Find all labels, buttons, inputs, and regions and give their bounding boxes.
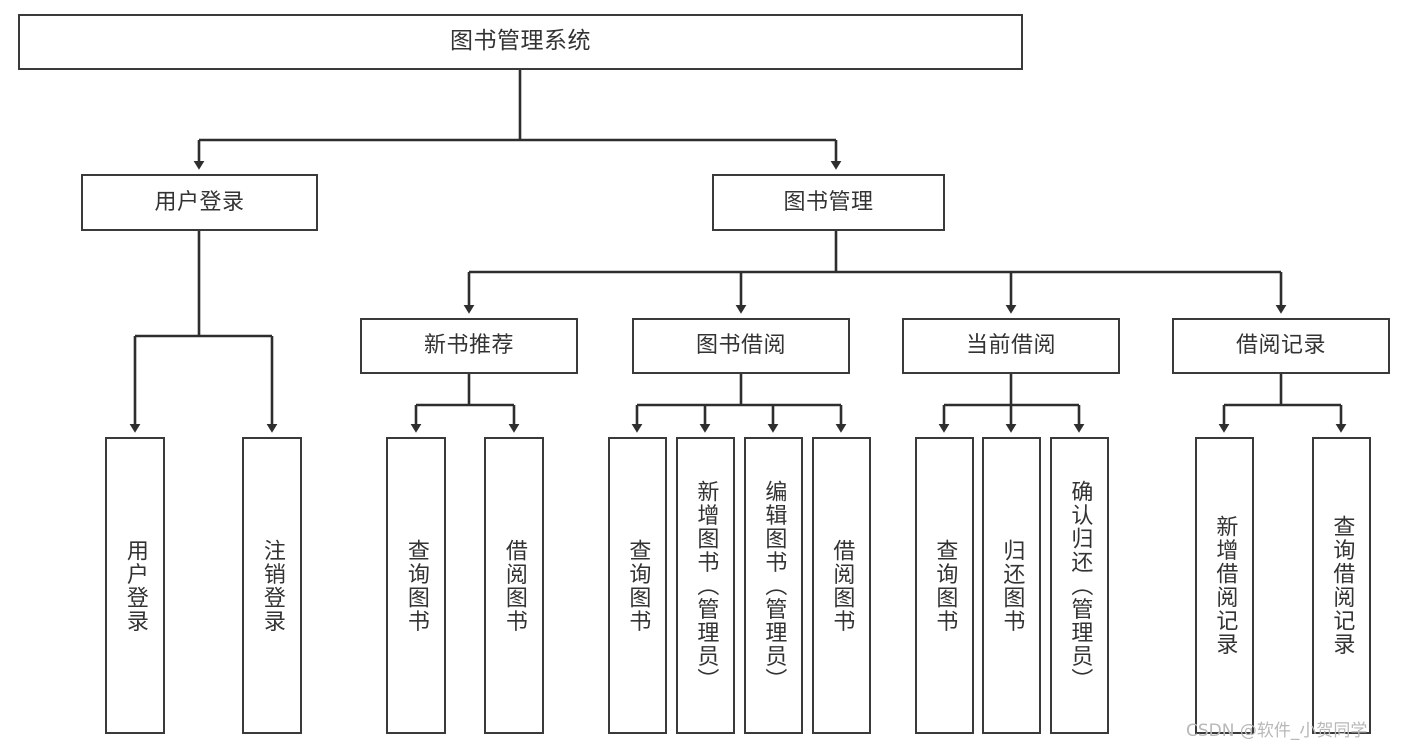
node-new-book-recommend[interactable]: 新书推荐 [360,318,578,374]
node-label: 用户登录 [154,189,245,215]
node-label: 新增图书（管理员） [693,479,719,692]
node-label: 归还图书 [999,538,1025,633]
leaf-user-login-logout[interactable]: 注销登录 [242,437,302,734]
node-label: 查询图书 [932,538,958,633]
csdn-watermark: CSDN @软件_小贺同学 [1186,721,1368,741]
node-label: 注销登录 [259,538,285,633]
node-label: 查询图书 [625,538,651,633]
node-label: 图书管理 [783,189,874,215]
leaf-recommend-query-book[interactable]: 查询图书 [386,437,446,734]
node-label: 查询图书 [403,538,429,633]
leaf-borrow-borrow-book[interactable]: 借阅图书 [812,437,871,734]
node-label: 当前借阅 [965,333,1056,359]
leaf-record-add-record[interactable]: 新增借阅记录 [1195,437,1254,734]
node-label: 图书管理系统 [450,28,591,55]
node-book-management[interactable]: 图书管理 [712,174,945,231]
node-label: 图书借阅 [695,333,786,359]
node-label: 借阅记录 [1235,333,1326,359]
node-label: 新增借阅记录 [1212,515,1238,656]
leaf-current-return-book[interactable]: 归还图书 [982,437,1041,734]
leaf-current-query-book[interactable]: 查询图书 [915,437,974,734]
node-root-system[interactable]: 图书管理系统 [18,14,1023,70]
leaf-recommend-borrow-book[interactable]: 借阅图书 [484,437,544,734]
node-current-borrow[interactable]: 当前借阅 [902,318,1120,374]
leaf-current-confirm-return[interactable]: 确认归还（管理员） [1050,437,1109,734]
node-label: 借阅图书 [501,538,527,633]
leaf-user-login-login[interactable]: 用户登录 [105,437,165,734]
leaf-borrow-add-book[interactable]: 新增图书（管理员） [676,437,735,734]
node-label: 新书推荐 [423,333,514,359]
node-user-login[interactable]: 用户登录 [81,174,318,231]
node-label: 编辑图书（管理员） [761,479,787,692]
node-label: 确认归还（管理员） [1067,479,1093,692]
leaf-record-query-record[interactable]: 查询借阅记录 [1312,437,1371,734]
node-label: 查询借阅记录 [1329,515,1355,656]
leaf-borrow-query-book[interactable]: 查询图书 [608,437,667,734]
node-borrow-record[interactable]: 借阅记录 [1172,318,1390,374]
node-book-borrow[interactable]: 图书借阅 [632,318,850,374]
leaf-borrow-edit-book[interactable]: 编辑图书（管理员） [744,437,803,734]
node-label: 借阅图书 [829,538,855,633]
node-label: 用户登录 [122,538,148,633]
